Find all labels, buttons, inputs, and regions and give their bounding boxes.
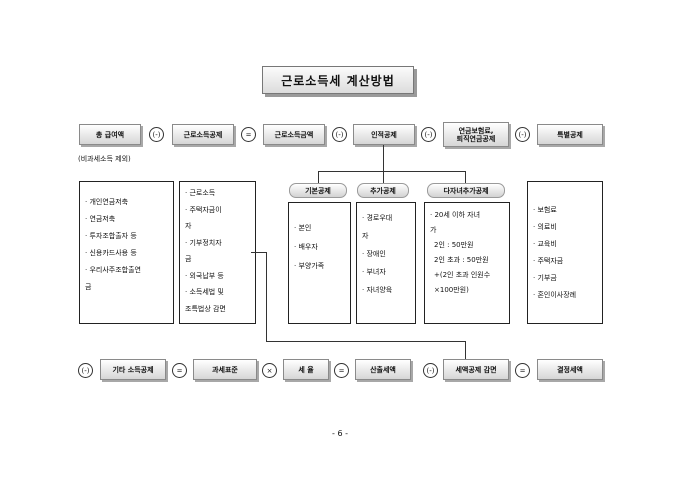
row1-op-minus: (-) [332, 127, 347, 142]
connector-line [318, 171, 466, 172]
row2-item-determined-tax: 결정세액 [537, 359, 603, 380]
row1-item-personal-deduction: 인적공제 [353, 124, 415, 145]
list-item: 자 [185, 222, 192, 230]
list-item: · 부녀자 [362, 268, 386, 276]
list-item: · 기부정치자 [185, 238, 222, 247]
list-item: 금 [185, 255, 192, 263]
row2-item-calculated-tax: 산출세액 [355, 359, 411, 380]
list-item: · 부양가족 [294, 262, 325, 270]
list-item: · 주택자금이 [185, 205, 222, 214]
list-item: 가 [430, 226, 437, 234]
list-item: · 주택자금 [533, 257, 564, 265]
group-header-additional: 추가공제 [357, 183, 409, 198]
group-header-basic: 기본공제 [289, 183, 347, 198]
row2-op-minus: (-) [78, 363, 93, 378]
list-item: · 투자조합출자 등 [85, 232, 137, 240]
basic-deduction-list: · 본인 · 배우자 · 부양가족 [288, 202, 351, 324]
list-item: · 외국납부 등 [185, 271, 224, 280]
page-number: - 6 - [332, 429, 348, 438]
row1-op-minus: (-) [421, 127, 436, 142]
list-item: · 20세 이하 자녀 [430, 211, 481, 219]
row1-op-equals: = [241, 127, 256, 142]
row2-op-minus: (-) [423, 363, 438, 378]
list-item: 자 [362, 232, 369, 240]
list-item: · 경로우대 [362, 214, 393, 222]
non-taxable-note: (비과세소득 제외) [78, 155, 131, 163]
row1-op-minus: (-) [149, 127, 164, 142]
tax-credit-list: · 근로소득 · 주택자금이 자 · 기부정치자 금 · 외국납부 등 · 소득… [179, 181, 256, 324]
row1-item-gross-pay: 총 급여액 [79, 124, 141, 145]
row2-item-other-deduction: 기타 소득공제 [100, 359, 166, 380]
list-item: · 교육비 [533, 240, 557, 248]
list-item: · 신용카드사용 등 [85, 249, 137, 257]
connector-line [318, 171, 319, 184]
multi-child-deduction-list: · 20세 이하 자녀 가 2인 : 50만원 2인 초과 : 50만원 +(2… [424, 202, 510, 324]
list-item: · 연금저축 [85, 215, 116, 223]
list-item: · 본인 [294, 224, 312, 232]
connector-line [383, 171, 384, 184]
list-item: 2인 초과 : 50만원 [434, 256, 489, 264]
list-item: · 장애인 [362, 250, 386, 258]
special-deduction-list: · 보험료 · 의료비 · 교육비 · 주택자금 · 기부금 · 혼인이사장례 [527, 181, 603, 324]
row2-op-equals: = [334, 363, 349, 378]
list-item: · 기부금 [533, 274, 557, 282]
row2-item-tax-credit-reduction: 세액공제 감면 [443, 359, 509, 380]
list-item: +(2인 초과 인원수 [434, 271, 491, 279]
row2-op-equals: = [515, 363, 530, 378]
row1-item-earned-income-amount: 근로소득금액 [263, 124, 325, 145]
group-header-multi-child: 다자녀추가공제 [427, 183, 505, 198]
connector-line [465, 341, 466, 359]
connector-line [383, 145, 384, 171]
list-item: · 우리사주조합출연 [85, 266, 141, 274]
list-item: 조특법상 감면 [185, 304, 226, 313]
list-item: · 보험료 [533, 206, 557, 214]
row1-op-minus: (-) [515, 127, 530, 142]
list-item: · 소득세법 및 [185, 288, 224, 296]
list-item: 금 [85, 283, 92, 291]
row2-item-tax-base: 과세표준 [193, 359, 257, 380]
list-item: ×100만원) [434, 286, 469, 294]
connector-line [251, 252, 267, 253]
list-item: · 의료비 [533, 223, 557, 231]
row1-item-earned-income-deduction: 근로소득공제 [172, 124, 234, 145]
row2-item-tax-rate: 세 율 [283, 359, 329, 380]
row2-op-multiply: × [262, 363, 277, 378]
connector-line [266, 341, 466, 342]
additional-deduction-list: · 경로우대 자 · 장애인 · 부녀자 · 자녀양육 [356, 202, 416, 324]
list-item: · 근로소득 [185, 189, 216, 197]
list-item: · 자녀양육 [362, 286, 393, 294]
connector-line [465, 171, 466, 184]
row2-op-equals: = [172, 363, 187, 378]
row1-item-special-deduction: 특별공제 [537, 124, 603, 145]
connector-line [266, 252, 267, 342]
pension-savings-list: · 개인연금저축 · 연금저축 · 투자조합출자 등 · 신용카드사용 등 · … [79, 181, 174, 324]
list-item: · 개인연금저축 [85, 198, 129, 206]
list-item: 2인 : 50만원 [434, 241, 474, 249]
page-title: 근로소득세 계산방법 [262, 66, 414, 94]
list-item: · 배우자 [294, 243, 318, 251]
row1-item-pension-deduction: 연금보험료, 퇴직연금공제 [443, 122, 509, 147]
list-item: · 혼인이사장례 [533, 291, 577, 299]
